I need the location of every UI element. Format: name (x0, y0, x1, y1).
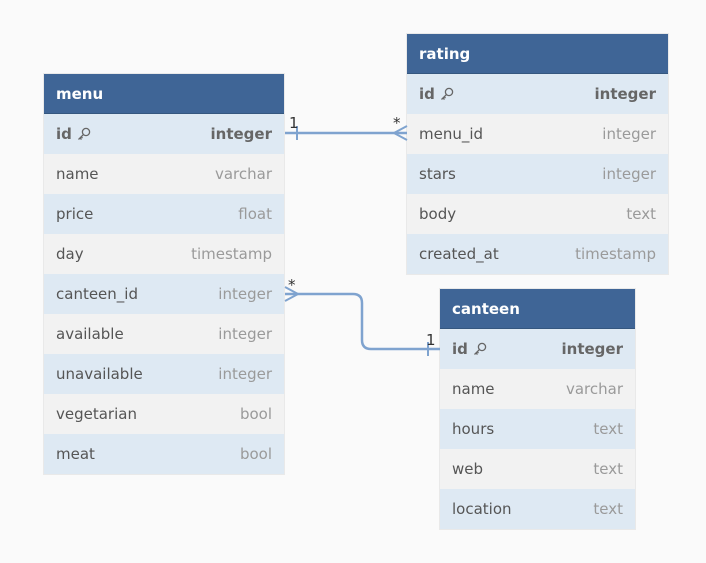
field-name: canteen_id (56, 285, 138, 303)
field-row[interactable]: id integer (44, 114, 284, 154)
edge-menu-rating[interactable]: 1 * (285, 114, 408, 141)
field-row[interactable]: web text (440, 449, 635, 489)
field-name-text: menu_id (419, 125, 484, 143)
field-type: text (593, 460, 623, 478)
field-name-text: name (452, 380, 495, 398)
field-type: integer (218, 365, 272, 383)
field-name-text: vegetarian (56, 405, 137, 423)
field-type: bool (239, 445, 272, 463)
key-icon (77, 127, 91, 140)
field-name: body (419, 205, 456, 223)
field-row[interactable]: day timestamp (44, 234, 284, 274)
field-type: integer (218, 325, 272, 343)
field-name-text: day (56, 245, 84, 263)
field-type: bool (239, 405, 272, 423)
field-row[interactable]: body text (407, 194, 668, 234)
field-row[interactable]: hours text (440, 409, 635, 449)
field-type: integer (210, 125, 272, 143)
field-type: integer (602, 165, 656, 183)
field-name-text: id (452, 340, 468, 358)
field-row[interactable]: created_at timestamp (407, 234, 668, 274)
field-name: stars (419, 165, 456, 183)
cardinality-label: 1 (289, 114, 299, 132)
table-header[interactable]: rating (407, 34, 668, 74)
field-row[interactable]: id integer (407, 74, 668, 114)
field-name: location (452, 500, 512, 518)
field-row[interactable]: id integer (440, 329, 635, 369)
field-name-text: available (56, 325, 124, 343)
field-name: hours (452, 420, 494, 438)
cardinality-label: 1 (426, 331, 436, 349)
field-row[interactable]: location text (440, 489, 635, 529)
field-row[interactable]: available integer (44, 314, 284, 354)
field-name-text: created_at (419, 245, 499, 263)
field-name-text: unavailable (56, 365, 143, 383)
field-type: timestamp (575, 245, 656, 263)
field-name-text: id (56, 125, 72, 143)
field-name-text: canteen_id (56, 285, 138, 303)
field-name-text: stars (419, 165, 456, 183)
field-type: text (626, 205, 656, 223)
field-row[interactable]: price float (44, 194, 284, 234)
field-type: text (593, 500, 623, 518)
field-name-text: id (419, 85, 435, 103)
field-type: text (593, 420, 623, 438)
field-name: id (452, 340, 487, 358)
field-type: integer (561, 340, 623, 358)
many-marker (393, 125, 408, 141)
field-name-text: name (56, 165, 99, 183)
key-icon (473, 342, 487, 355)
field-row[interactable]: unavailable integer (44, 354, 284, 394)
field-name-text: web (452, 460, 484, 478)
edge-menu-canteen[interactable]: * 1 (284, 276, 440, 356)
field-type: varchar (565, 380, 623, 398)
key-icon (440, 87, 454, 100)
table-header[interactable]: menu (44, 74, 284, 114)
field-type: integer (218, 285, 272, 303)
field-type: timestamp (191, 245, 272, 263)
field-row[interactable]: menu_id integer (407, 114, 668, 154)
cardinality-label: * (393, 114, 401, 132)
field-name: created_at (419, 245, 499, 263)
field-name: id (419, 85, 454, 103)
field-row[interactable]: stars integer (407, 154, 668, 194)
field-name: web (452, 460, 483, 478)
many-marker (284, 286, 299, 302)
field-row[interactable]: canteen_id integer (44, 274, 284, 314)
field-name: day (56, 245, 84, 263)
field-name: name (56, 165, 99, 183)
field-name-text: meat (56, 445, 95, 463)
field-name: available (56, 325, 124, 343)
field-name-text: price (56, 205, 94, 223)
field-name: price (56, 205, 93, 223)
field-name: meat (56, 445, 95, 463)
field-type: integer (594, 85, 656, 103)
field-name-text: body (419, 205, 457, 223)
field-type: varchar (214, 165, 272, 183)
field-name-text: hours (452, 420, 495, 438)
field-name: vegetarian (56, 405, 137, 423)
table-header[interactable]: canteen (440, 289, 635, 329)
cardinality-label: * (288, 276, 296, 294)
table-menu[interactable]: menu id integer name varchar price float day ti… (44, 74, 284, 474)
field-name: name (452, 380, 495, 398)
field-row[interactable]: name varchar (440, 369, 635, 409)
field-row[interactable]: name varchar (44, 154, 284, 194)
field-name-text: location (452, 500, 512, 518)
edge-line (285, 292, 440, 351)
field-type: float (238, 205, 272, 223)
field-row[interactable]: meat bool (44, 434, 284, 474)
field-row[interactable]: vegetarian bool (44, 394, 284, 434)
field-name: menu_id (419, 125, 483, 143)
field-name: unavailable (56, 365, 143, 383)
field-name: id (56, 125, 91, 143)
field-type: integer (602, 125, 656, 143)
